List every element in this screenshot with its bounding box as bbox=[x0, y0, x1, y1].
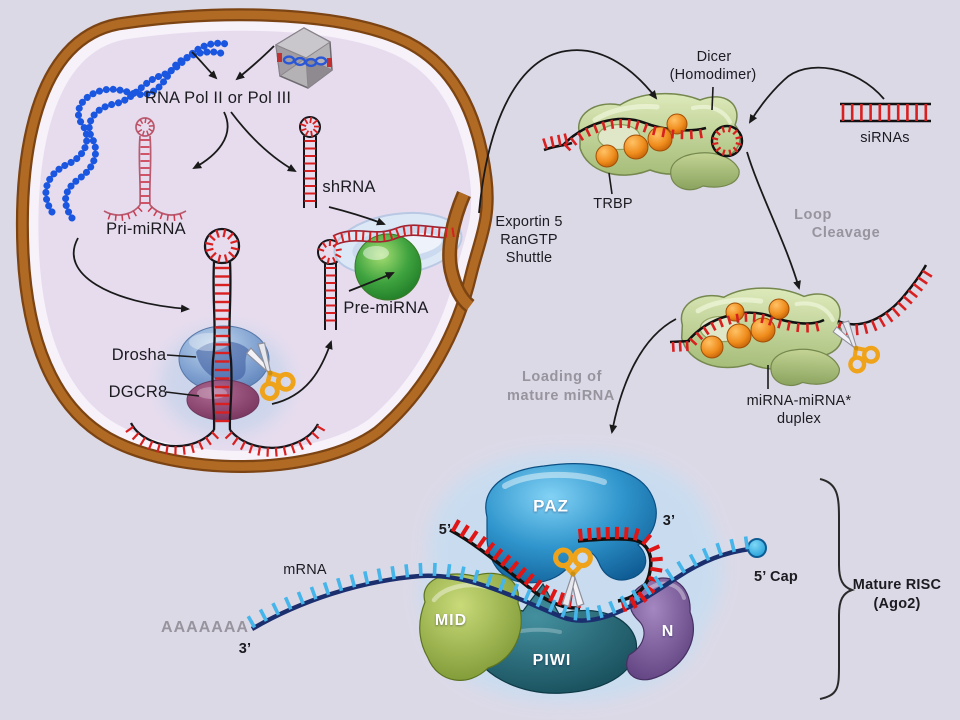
risc-complex bbox=[250, 451, 767, 703]
arrow-shrna-to-exportin bbox=[328, 206, 386, 226]
label-mrna-3-prime: 3’ bbox=[238, 640, 252, 657]
label-mature-risc-2: (Ago2) bbox=[873, 595, 921, 612]
label-mirna-duplex-2: duplex bbox=[777, 410, 821, 427]
arrow-sirna-to-dicer bbox=[748, 66, 885, 124]
label-piwi: PIWI bbox=[532, 652, 572, 669]
dicer-complex-duplex bbox=[669, 264, 928, 388]
base-pair-ticks bbox=[107, 104, 933, 629]
flow-arrows bbox=[72, 45, 885, 434]
label-dicer-1: Dicer bbox=[696, 48, 732, 65]
arrow-pri-to-drosha bbox=[72, 237, 190, 313]
arrow-pol-to-shrna bbox=[230, 111, 297, 172]
label-5-cap: 5’ Cap bbox=[754, 568, 798, 585]
arrow-virus-to-pol bbox=[235, 45, 275, 81]
label-shrna: shRNA bbox=[322, 177, 376, 196]
label-rna-pol: RNA Pol II or Pol III bbox=[144, 88, 292, 107]
label-pre-mirna: Pre-miRNA bbox=[343, 298, 429, 317]
paz-domain bbox=[485, 463, 657, 584]
n-domain bbox=[626, 577, 695, 681]
arrow-dna-to-pol bbox=[191, 51, 218, 80]
dicer-complex bbox=[543, 94, 744, 190]
label-mirna-duplex-1: miRNA-miRNA* bbox=[746, 392, 852, 409]
label-sirnas: siRNAs bbox=[860, 129, 910, 146]
arrow-exportin-to-dicer bbox=[478, 49, 658, 214]
virus-capsid-icon bbox=[274, 27, 333, 89]
label-mrna: mRNA bbox=[283, 561, 327, 578]
risc-brace bbox=[819, 478, 856, 700]
arrow-drosha-to-pre bbox=[271, 340, 333, 405]
arrow-pol-to-pri bbox=[192, 111, 229, 169]
label-n: N bbox=[661, 623, 675, 640]
hairpin-loop bbox=[710, 124, 744, 158]
label-lines bbox=[165, 86, 769, 397]
label-5-prime: 5’ bbox=[438, 521, 452, 538]
label-mid: MID bbox=[434, 612, 468, 629]
five-prime-cap-ball bbox=[747, 538, 767, 558]
label-poly-a: AAAAAAA bbox=[161, 619, 249, 636]
label-pri-mirna: Pri-miRNA bbox=[106, 219, 186, 238]
label-dgcr8: DGCR8 bbox=[108, 382, 168, 401]
arrow-loop-cleavage bbox=[746, 151, 801, 290]
trbp-proteins bbox=[700, 298, 790, 359]
label-loading-2: mature miRNA bbox=[507, 387, 615, 404]
exportin-bound-hairpin bbox=[332, 224, 460, 247]
label-loop-cleavage-1: Loop bbox=[794, 206, 832, 223]
label-drosha: Drosha bbox=[111, 345, 167, 364]
arrow-loading-to-risc bbox=[609, 318, 677, 434]
label-mature-risc-1: Mature RISC bbox=[852, 576, 942, 593]
label-dicer-2: (Homodimer) bbox=[669, 66, 757, 83]
label-loading-1: Loading of bbox=[521, 368, 603, 385]
nucleus bbox=[15, 8, 494, 473]
arrow-pre-to-exportin bbox=[348, 272, 395, 292]
mrna-strand bbox=[250, 546, 751, 631]
nuclear-envelope-inner-halo bbox=[25, 17, 485, 465]
label-loop-cleavage-2: Cleavage bbox=[811, 224, 881, 241]
label-trbp: TRBP bbox=[593, 195, 633, 212]
label-exportin-1: Exportin 5 bbox=[495, 213, 563, 230]
mid-domain bbox=[419, 572, 522, 681]
trbp-proteins bbox=[595, 113, 688, 168]
dna-helix-icon bbox=[42, 39, 230, 222]
rangtp-green-ball bbox=[354, 233, 422, 301]
label-paz: PAZ bbox=[533, 496, 569, 516]
label-3-prime: 3’ bbox=[662, 512, 676, 529]
label-exportin-3: Shuttle bbox=[505, 249, 553, 266]
label-exportin-2: RanGTP bbox=[500, 231, 558, 248]
